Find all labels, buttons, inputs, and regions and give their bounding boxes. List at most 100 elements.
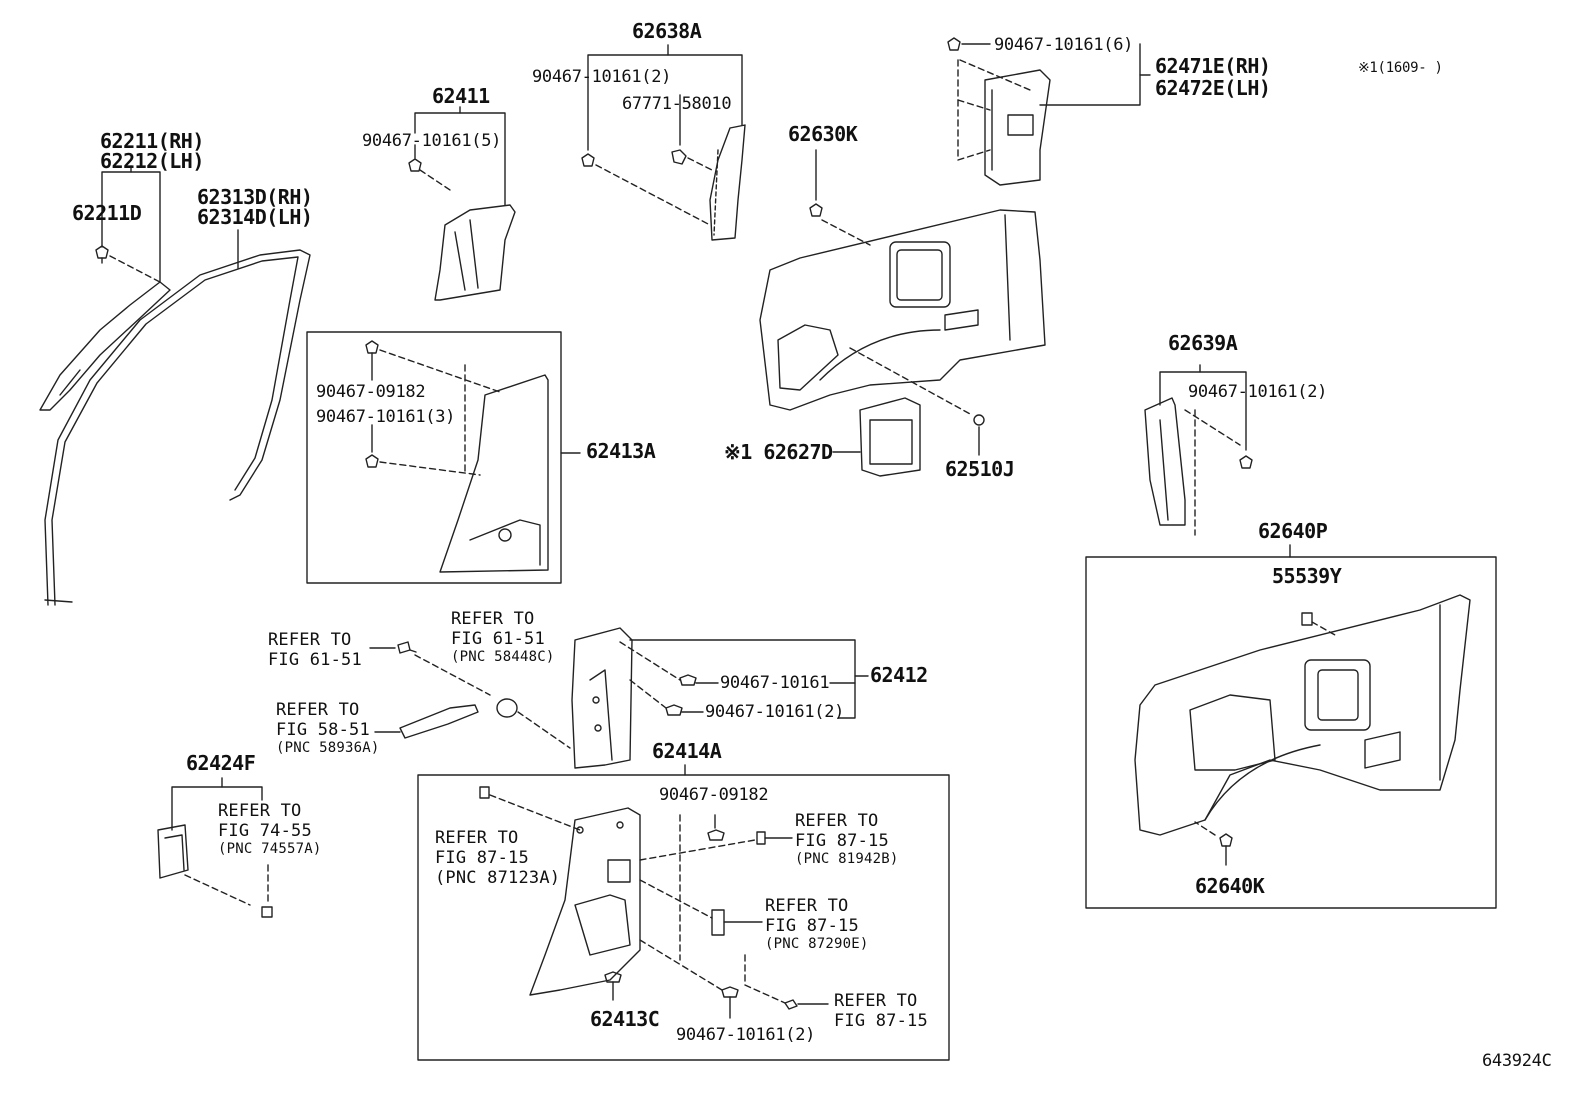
refer-line-3: (PNC 58936A) [276, 740, 380, 756]
part-number-62212[interactable]: 62212(LH) [100, 149, 204, 173]
screw-icon [604, 971, 622, 1001]
trim-panel-icon [759, 209, 1046, 411]
part-number-62472E[interactable]: 62472E(LH) [1155, 76, 1271, 100]
trim-panel-icon [529, 807, 641, 996]
refer-line-3: (PNC 87123A) [435, 868, 561, 888]
part-number-62211D[interactable]: 62211D [72, 201, 142, 225]
refer-to-fig-87-15-81942B[interactable]: REFER TO FIG 87-15 (PNC 81942B) [795, 811, 899, 867]
refer-line-1: REFER TO [451, 609, 535, 629]
part-number-62413C[interactable]: 62413C [590, 1007, 660, 1031]
part-number-62424F[interactable]: 62424F [186, 751, 256, 775]
refer-line-1: REFER TO [765, 896, 849, 916]
part-number-67771-58010[interactable]: 67771-58010 [622, 94, 732, 114]
trim-panel-icon [859, 397, 921, 477]
footnote-1: ※1(1609- ) [1358, 60, 1443, 76]
screw-icon [721, 986, 739, 1019]
screw-icon [665, 704, 683, 716]
part-number-62411[interactable]: 62411 [432, 84, 490, 108]
part-number-90467-10161-2b[interactable]: 90467-10161(2) [1188, 382, 1328, 402]
refer-to-fig-74-55[interactable]: REFER TO FIG 74-55 (PNC 74557A) [218, 801, 322, 857]
refer-to-fig-61-51-pnc[interactable]: REFER TO FIG 61-51 (PNC 58448C) [451, 609, 555, 665]
refer-line-2: FIG 87-15 [795, 831, 889, 851]
bracket [399, 704, 479, 739]
part-number-62413A[interactable]: 62413A [586, 439, 656, 463]
refer-line-2: FIG 58-51 [276, 720, 370, 740]
refer-to-fig-58-51[interactable]: REFER TO FIG 58-51 (PNC 58936A) [276, 700, 380, 756]
part-number-62639A[interactable]: 62639A [1168, 331, 1238, 355]
screw-icon [707, 829, 725, 841]
trim-panel-icon [984, 69, 1051, 186]
trim-panel-icon [439, 374, 549, 573]
clip-icon [711, 909, 763, 936]
trim-panel-icon [434, 204, 516, 301]
weatherstrip [44, 249, 311, 606]
refer-line-2: FIG 61-51 [268, 650, 362, 670]
part-number-62640K[interactable]: 62640K [1195, 874, 1265, 898]
part-number-90467-10161[interactable]: 90467-10161 [720, 673, 830, 693]
refer-line-2: FIG 87-15 [435, 848, 529, 868]
clip-icon [1239, 455, 1253, 469]
part-number-62627D[interactable]: ※1 62627D [724, 440, 833, 464]
clip-icon [95, 245, 109, 264]
clip-icon [581, 153, 595, 167]
part-number-62510J[interactable]: 62510J [945, 457, 1015, 481]
part-number-90467-09182[interactable]: 90467-09182 [316, 382, 426, 402]
screw-icon [1219, 833, 1233, 866]
refer-line-1: REFER TO [435, 828, 519, 848]
clip-icon [408, 158, 422, 172]
part-number-62314D[interactable]: 62314D(LH) [197, 205, 313, 229]
refer-line-3: (PNC 81942B) [795, 851, 899, 867]
refer-line-1: REFER TO [834, 991, 918, 1011]
refer-line-2: FIG 87-15 [765, 916, 859, 936]
refer-line-2: FIG 74-55 [218, 821, 312, 841]
clip-icon [365, 454, 379, 468]
clip-icon [1301, 612, 1313, 626]
part-number-90467-10161-2[interactable]: 90467-10161(2) [532, 67, 672, 87]
screw-icon [784, 999, 798, 1010]
refer-to-fig-87-15-87123A[interactable]: REFER TO FIG 87-15 (PNC 87123A) [435, 828, 560, 888]
front-pillar-garnish [39, 281, 171, 411]
refer-line-3: (PNC 58448C) [451, 649, 555, 665]
refer-line-3: (PNC 87290E) [765, 936, 869, 952]
clip-icon [809, 203, 823, 217]
refer-to-fig-87-15-87290E[interactable]: REFER TO FIG 87-15 (PNC 87290E) [765, 896, 869, 952]
trim-panel-icon [1134, 594, 1471, 836]
figure-code: 643924C [1482, 1051, 1552, 1071]
trim-panel-icon [1144, 397, 1186, 526]
clip-icon [365, 340, 379, 354]
refer-line-1: REFER TO [268, 630, 352, 650]
screw-icon [397, 641, 417, 654]
part-number-90467-09182b[interactable]: 90467-09182 [659, 785, 769, 805]
clip-icon [947, 37, 961, 51]
part-number-62630K[interactable]: 62630K [788, 122, 858, 146]
part-number-62412[interactable]: 62412 [870, 663, 928, 687]
part-number-90467-10161-2c[interactable]: 90467-10161(2) [705, 702, 845, 722]
part-number-62414A[interactable]: 62414A [652, 739, 722, 763]
trim-panel-icon [571, 627, 633, 769]
part-number-90467-10161-6[interactable]: 90467-10161(6) [994, 35, 1134, 55]
part-number-62211[interactable]: 62211(RH) [100, 129, 204, 153]
part-number-62313D[interactable]: 62313D(RH) [197, 185, 313, 209]
clip-icon [671, 149, 687, 165]
refer-to-fig-87-15[interactable]: REFER TO FIG 87-15 [834, 991, 928, 1031]
refer-line-1: REFER TO [795, 811, 879, 831]
part-number-90467-10161-2d[interactable]: 90467-10161(2) [676, 1025, 816, 1045]
part-number-90467-10161-3[interactable]: 90467-10161(3) [316, 407, 456, 427]
refer-line-3: (PNC 74557A) [218, 841, 322, 857]
clip-icon [756, 831, 766, 845]
refer-line-1: REFER TO [276, 700, 360, 720]
clip-icon [261, 906, 273, 918]
part-number-62638A[interactable]: 62638A [632, 19, 702, 43]
refer-line-2: FIG 61-51 [451, 629, 545, 649]
screw-icon [679, 674, 697, 686]
refer-line-2: FIG 87-15 [834, 1011, 928, 1031]
part-number-55539Y[interactable]: 55539Y [1272, 564, 1342, 588]
clip-icon [479, 786, 490, 799]
part-number-62640P[interactable]: 62640P [1258, 519, 1328, 543]
part-number-62471E[interactable]: 62471E(RH) [1155, 54, 1271, 78]
refer-to-fig-61-51[interactable]: REFER TO FIG 61-51 [268, 630, 362, 670]
refer-line-1: REFER TO [218, 801, 302, 821]
trim-panel-icon [157, 824, 189, 879]
part-number-90467-10161-5[interactable]: 90467-10161(5) [362, 131, 502, 151]
